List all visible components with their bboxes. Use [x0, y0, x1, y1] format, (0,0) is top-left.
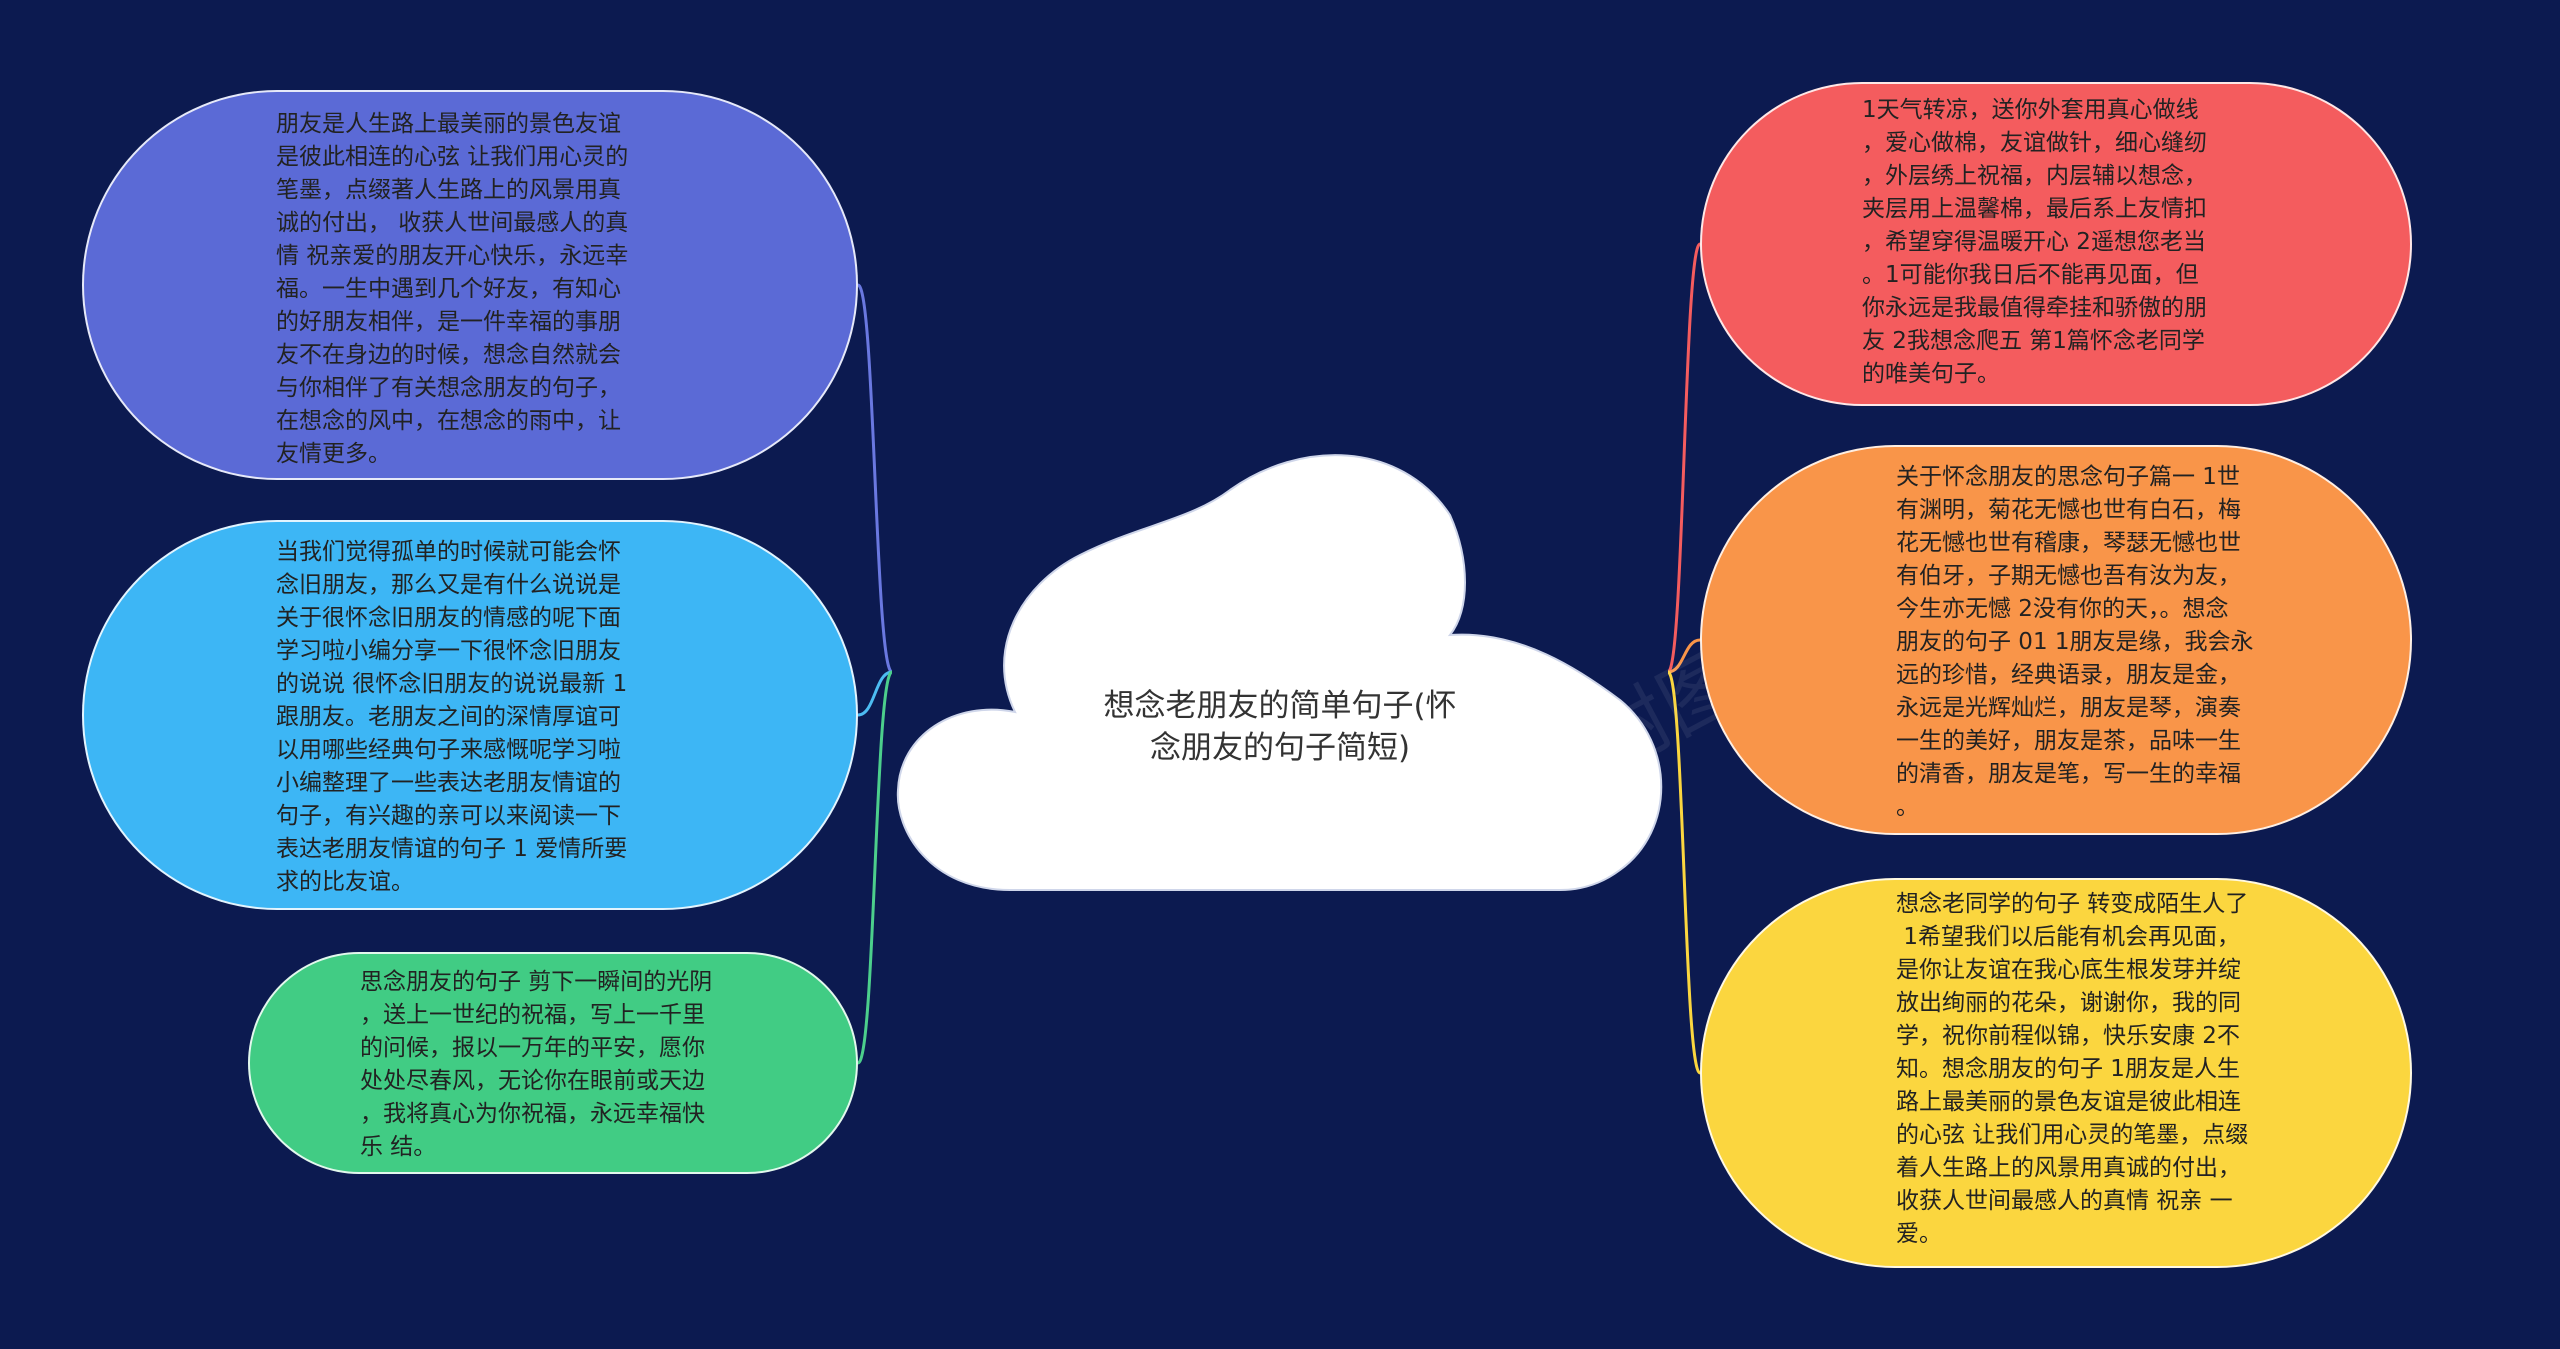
center-topic-title[interactable]: 想念老朋友的简单句子(怀 念朋友的句子简短): [1103, 688, 1457, 766]
left-topic-node-2[interactable]: 当我们觉得孤单的时候就可能会怀 念旧朋友，那么又是有什么说说是 关于很怀念旧朋友…: [82, 520, 858, 910]
left-topic-node-2-text: 当我们觉得孤单的时候就可能会怀 念旧朋友，那么又是有什么说说是 关于很怀念旧朋友…: [276, 539, 628, 895]
right-topic-node-2[interactable]: 关于怀念朋友的思念句子篇一 1世 有渊明，菊花无憾也世有白石，梅 花无憾也世有稽…: [1700, 445, 2412, 835]
connector-right-3: [1666, 670, 1702, 1075]
left-topic-node-1-text: 朋友是人生路上最美丽的景色友谊 是彼此相连的心弦 让我们用心灵的 笔墨，点缀著人…: [276, 111, 629, 467]
left-topic-node-3-text: 思念朋友的句子 剪下一瞬间的光阴 ，送上一世纪的祝福，写上一千里 的问候，报以一…: [360, 969, 713, 1160]
right-topic-node-1-text: 1天气转凉，送你外套用真心做线 ，爱心做棉，友谊做针，细心缝纫 ，外层绣上祝福，…: [1862, 97, 2207, 387]
connector-right-1: [1666, 242, 1702, 674]
right-topic-node-3[interactable]: 想念老同学的句子 转变成陌生人了 1希望我们以后能有机会再见面， 是你让友谊在我…: [1700, 878, 2412, 1268]
right-topic-node-2-text: 关于怀念朋友的思念句子篇一 1世 有渊明，菊花无憾也世有白石，梅 花无憾也世有稽…: [1896, 464, 2254, 820]
connector-right-2: [1667, 638, 1701, 674]
connector-left-2: [857, 670, 893, 717]
left-topic-node-3[interactable]: 思念朋友的句子 剪下一瞬间的光阴 ，送上一世纪的祝福，写上一千里 的问候，报以一…: [248, 952, 858, 1174]
right-topic-node-1[interactable]: 1天气转凉，送你外套用真心做线 ，爱心做棉，友谊做针，细心缝纫 ，外层绣上祝福，…: [1700, 82, 2412, 406]
connector-left-3: [856, 670, 894, 1065]
left-topic-node-1[interactable]: 朋友是人生路上最美丽的景色友谊 是彼此相连的心弦 让我们用心灵的 笔墨，点缀著人…: [82, 90, 858, 480]
center-cloud-shape: [896, 454, 1663, 891]
connector-left-1: [856, 283, 894, 674]
right-topic-node-3-text: 想念老同学的句子 转变成陌生人了 1希望我们以后能有机会再见面， 是你让友谊在我…: [1896, 891, 2249, 1247]
connector-lines: [856, 242, 1702, 1075]
